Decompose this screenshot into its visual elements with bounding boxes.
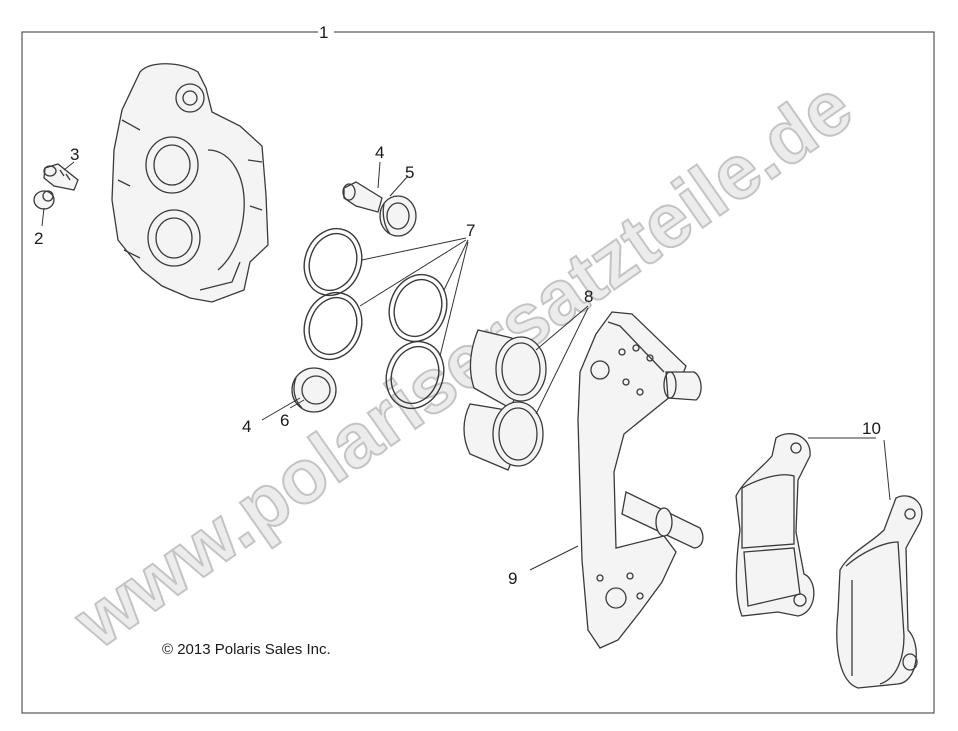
callout-4-upper: 4 (375, 143, 384, 162)
callout-3: 3 (70, 145, 79, 164)
callout-5: 5 (405, 163, 414, 182)
callout-10: 10 (862, 419, 881, 438)
callout-6: 6 (280, 411, 289, 430)
piston-upper (342, 181, 417, 237)
caliper-housing (111, 63, 269, 303)
brake-pad-rear (836, 495, 923, 689)
pistons (463, 329, 547, 471)
caliper-bracket (577, 311, 704, 649)
leader-lines (41, 161, 891, 571)
piston-seal-lower (291, 367, 337, 413)
callout-9: 9 (508, 569, 517, 588)
callout-2: 2 (34, 229, 43, 248)
callout-4-lower: 4 (242, 417, 251, 436)
seal-rings (303, 227, 448, 410)
assembly-frame (21, 31, 935, 714)
bleeder-screw (43, 163, 79, 191)
callout-8: 8 (584, 287, 593, 306)
copyright-text: © 2013 Polaris Sales Inc. (162, 641, 331, 658)
brake-pad-front (735, 433, 815, 617)
bleeder-cap (33, 190, 55, 210)
callout-1: 1 (319, 23, 328, 42)
callout-7: 7 (466, 221, 475, 240)
